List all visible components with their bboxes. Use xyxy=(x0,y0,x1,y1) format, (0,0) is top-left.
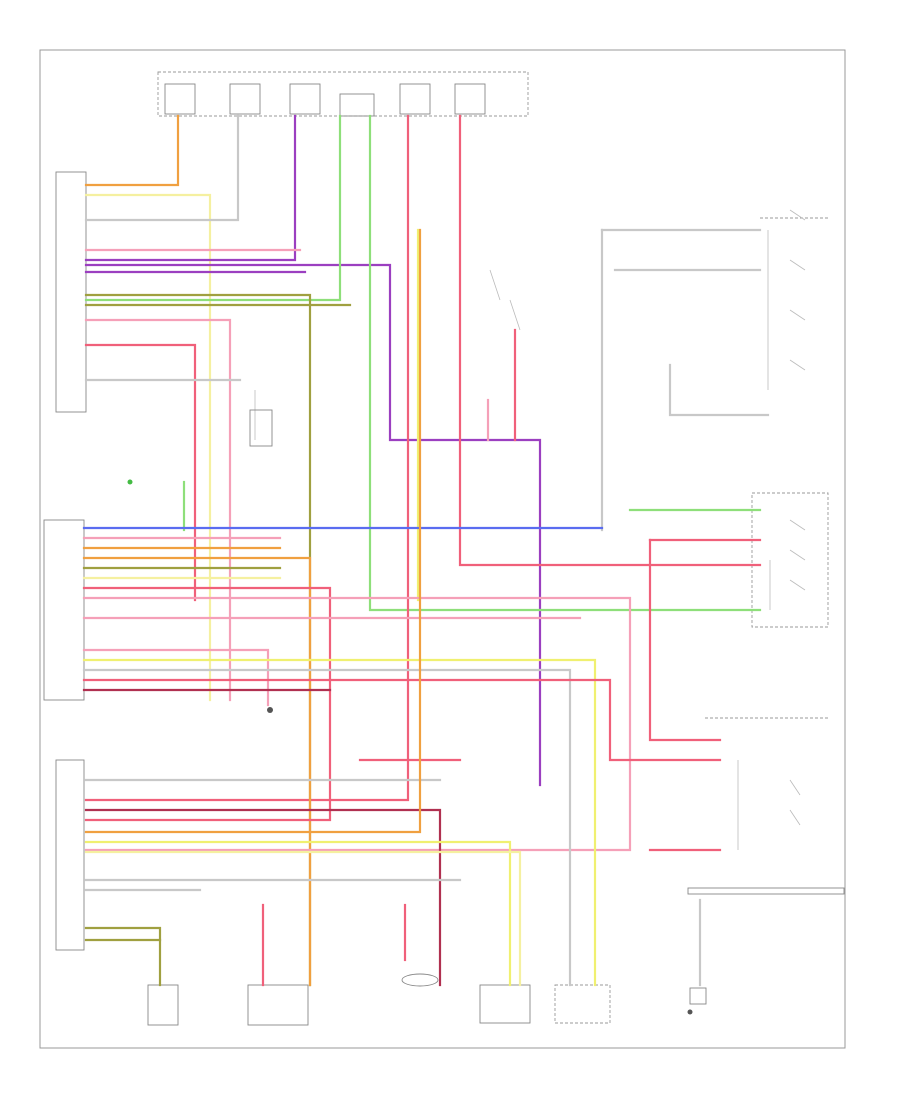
body-control-unit-mid xyxy=(43,519,85,701)
wires xyxy=(82,114,770,987)
wire-yellow-5 xyxy=(84,840,512,987)
diagram-frame xyxy=(39,49,846,1049)
wire-yellow-1 xyxy=(84,193,212,702)
wire-darkred-2 xyxy=(84,808,442,987)
wire-orange-3 xyxy=(82,556,312,987)
wire-olive-1 xyxy=(84,293,312,987)
wire-red-5 xyxy=(82,586,332,822)
ground-point-2 xyxy=(267,707,273,713)
wire-green-2 xyxy=(368,114,762,612)
wire-red-2 xyxy=(458,114,762,567)
fuse-block-top xyxy=(157,71,529,117)
wire-gray-1 xyxy=(84,114,240,222)
wire-olive-4 xyxy=(84,926,162,987)
wire-pink-7 xyxy=(82,648,270,707)
wire-yellow-4 xyxy=(82,658,597,987)
od-switch xyxy=(489,269,521,331)
wire-yellow-6 xyxy=(84,850,522,987)
ground-point-3 xyxy=(687,1009,693,1015)
body-control-unit-top xyxy=(55,171,87,413)
combination-switch-box xyxy=(751,492,829,628)
steering-switch-cluster xyxy=(760,209,828,390)
wire-gray-7 xyxy=(82,668,572,987)
wire-green-1 xyxy=(84,114,342,302)
wire-red-8 xyxy=(82,678,722,762)
wire-pink-5 xyxy=(82,596,632,852)
wire-orange-1 xyxy=(84,114,180,187)
cruise-control-solenoid xyxy=(687,717,845,895)
wire-purple-2 xyxy=(84,263,542,787)
body-control-unit-bottom xyxy=(55,759,85,951)
wire-gray-6 xyxy=(668,363,770,417)
transmission-range-switch xyxy=(249,390,273,447)
wire-red-1 xyxy=(84,114,410,802)
wire-orange-4 xyxy=(84,228,422,834)
wire-red-3 xyxy=(84,343,197,602)
ground-point-1 xyxy=(127,479,133,485)
wire-purple-1 xyxy=(84,114,297,262)
wire-red-7 xyxy=(648,538,722,742)
wire-pink-2 xyxy=(84,318,232,702)
bottom-sensors xyxy=(147,973,707,1026)
